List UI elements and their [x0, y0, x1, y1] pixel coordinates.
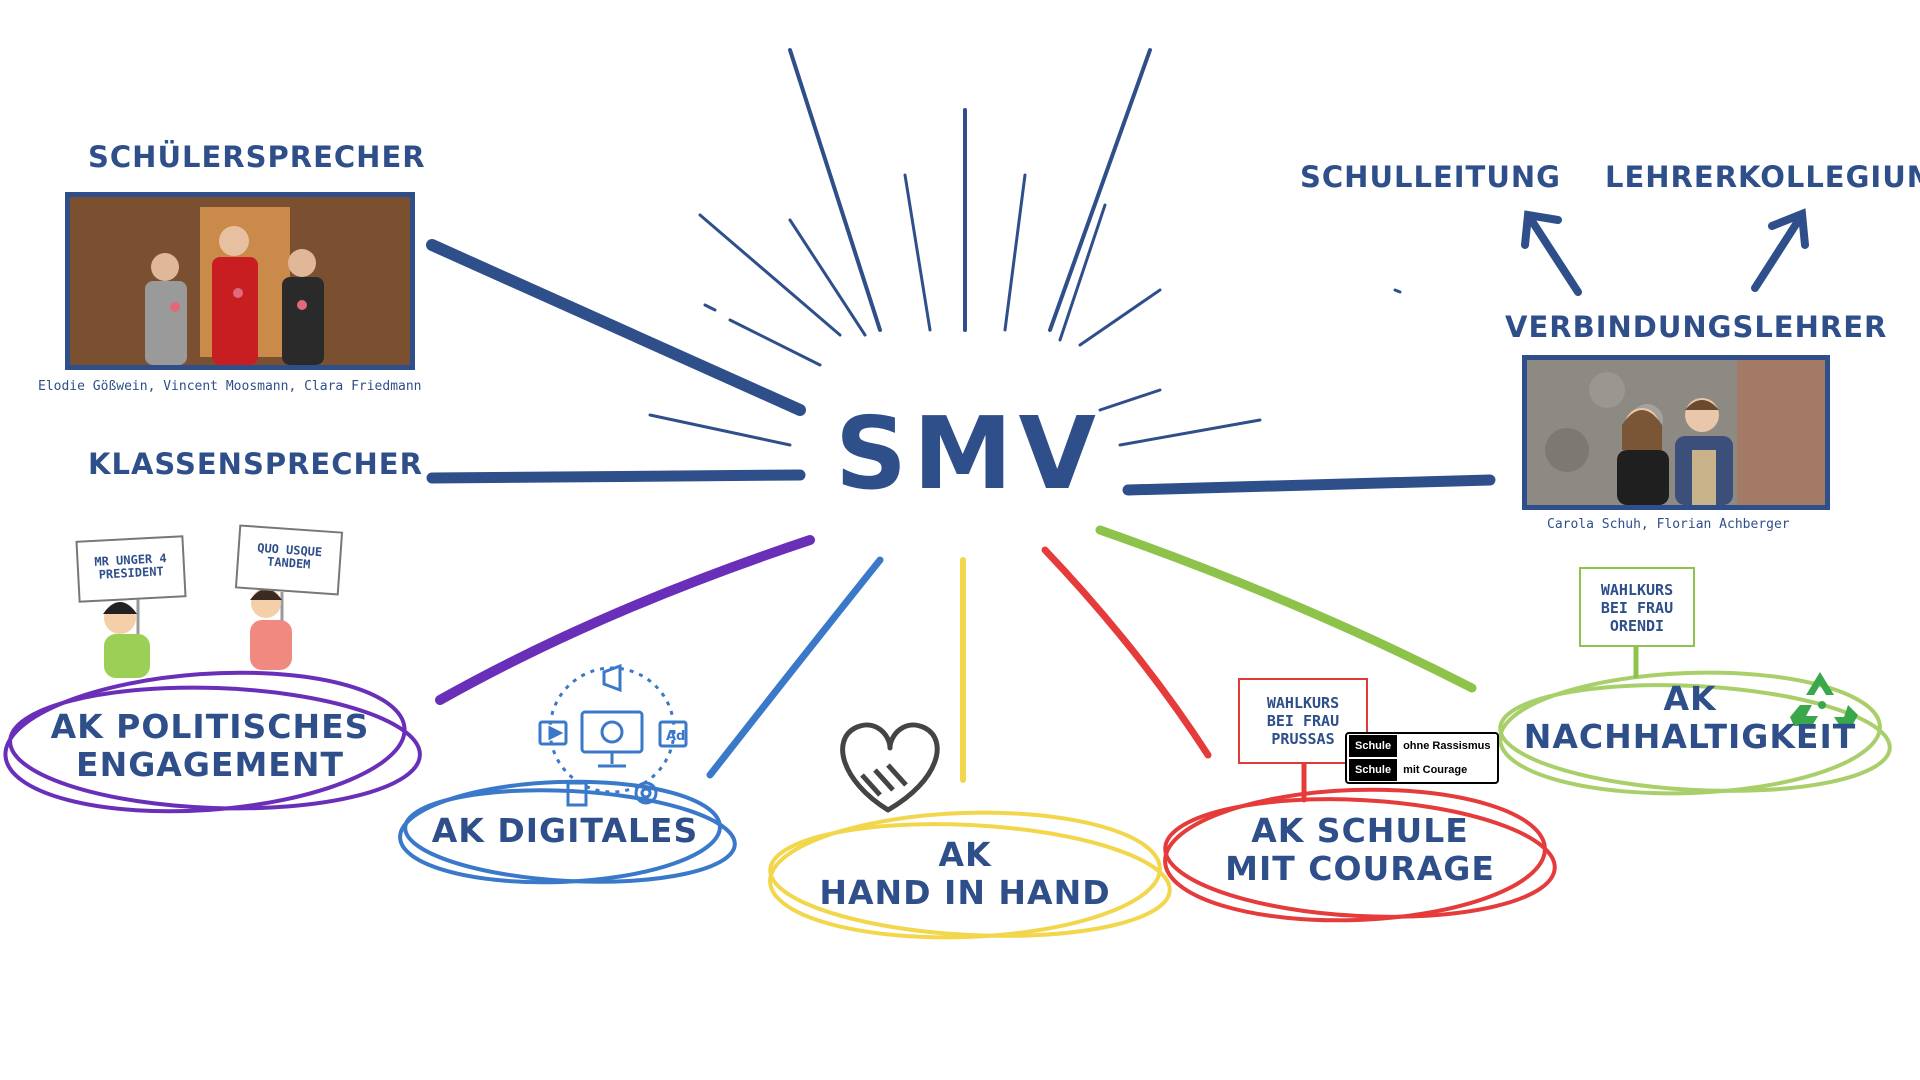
sign-prussas-line3: PRUSSAS [1271, 730, 1335, 748]
schuelersprecher-title: SCHÜLERSPRECHER [88, 140, 426, 174]
klassensprecher-title: KLASSENSPRECHER [88, 447, 423, 481]
sign-prussas-line2: BEI FRAU [1266, 712, 1340, 730]
ak-courage-line1: AK SCHULE [1251, 811, 1469, 850]
lehrerkollegium-title: LEHRERKOLLEGIUM [1605, 160, 1920, 194]
sign-quo-usque: QUO USQUE TANDEM [234, 524, 344, 596]
ak-digitales: AK DIGITALES [420, 812, 710, 850]
megaphone-icon [602, 663, 622, 693]
digital-icons [538, 663, 688, 807]
document-icon [566, 781, 588, 807]
ak-ellipses [3, 670, 1892, 940]
target-icon [634, 781, 658, 805]
ad-icon-label: Ad [666, 729, 685, 744]
ak-hand-in-hand: AK HAND IN HAND [800, 836, 1130, 912]
recycle-icon [1790, 672, 1858, 726]
ak-schule-mit-courage: AK SCHULE MIT COURAGE [1200, 812, 1520, 888]
gear-icon [600, 720, 624, 744]
ad-icon [658, 720, 688, 748]
badge-row2-white: mit Courage [1403, 764, 1468, 776]
sign-orendi-line1: WAHLKURS [1600, 581, 1674, 599]
sign-prussas: WAHLKURS BEI FRAU PRUSSAS [1238, 678, 1368, 764]
schuelersprecher-caption: Elodie Gößwein, Vincent Moosmann, Clara … [38, 379, 422, 394]
ellipse-politisches [3, 670, 422, 814]
ak-nachhaltigkeit-line2: NACHHALTIGKEIT [1523, 717, 1857, 756]
photo-illustration-students [70, 197, 410, 365]
navy-connectors [426, 239, 1496, 496]
schulleitung-title: SCHULLEITUNG [1300, 160, 1561, 194]
badge-row1-white: ohne Rassismus [1403, 740, 1491, 752]
schule-ohne-rassismus-badge: Schule ohne Rassismus Schule mit Courage [1345, 732, 1499, 784]
badge-row2-black: Schule [1349, 759, 1398, 781]
ellipse-nachhaltigkeit [1498, 670, 1892, 796]
arrows-up [1521, 208, 1809, 296]
verbindungslehrer-title: VERBINDUNGSLEHRER [1505, 310, 1888, 344]
sign-orendi-line3: ORENDI [1609, 617, 1665, 635]
protest-kid-girl [250, 588, 292, 670]
photo-illustration-teachers [1527, 360, 1825, 505]
ellipse-courage [1163, 787, 1557, 923]
sign-orendi: WAHLKURS BEI FRAU ORENDI [1579, 567, 1695, 647]
verbindungslehrer-caption: Carola Schuh, Florian Achberger [1547, 517, 1790, 532]
ak-handinhand-line1: AK [938, 835, 992, 874]
ak-nachhaltigkeit: AK NACHHALTIGKEIT [1520, 680, 1860, 756]
badge-row1-black: Schule [1349, 735, 1398, 757]
ak-politisches-engagement: AK POLITISCHES ENGAGEMENT [40, 708, 380, 784]
handshake-heart-icon [840, 722, 940, 813]
sign-posts [1301, 642, 1639, 803]
verbindungslehrer-photo [1522, 355, 1830, 510]
schuelersprecher-photo [65, 192, 415, 370]
ak-connectors [435, 525, 1477, 783]
ak-politisches-line2: ENGAGEMENT [76, 745, 344, 784]
ellipse-digitales [398, 779, 737, 885]
sign-prussas-line1: WAHLKURS [1266, 694, 1340, 712]
smv-center-label: SMV [835, 395, 1102, 512]
sign-orendi-line2: BEI FRAU [1600, 599, 1674, 617]
video-icon [538, 720, 568, 746]
ak-handinhand-line2: HAND IN HAND [819, 873, 1111, 912]
ak-digitales-line1: AK DIGITALES [431, 811, 699, 850]
burst-lines [648, 48, 1402, 447]
ellipse-handinhand [768, 810, 1172, 940]
protest-kid-boy [103, 598, 150, 678]
ak-courage-line2: MIT COURAGE [1225, 849, 1495, 888]
ak-nachhaltigkeit-line1: AK [1663, 679, 1717, 718]
sign-mr-unger: MR UNGER 4 PRESIDENT [75, 535, 187, 603]
ak-politisches-line1: AK POLITISCHES [50, 707, 370, 746]
